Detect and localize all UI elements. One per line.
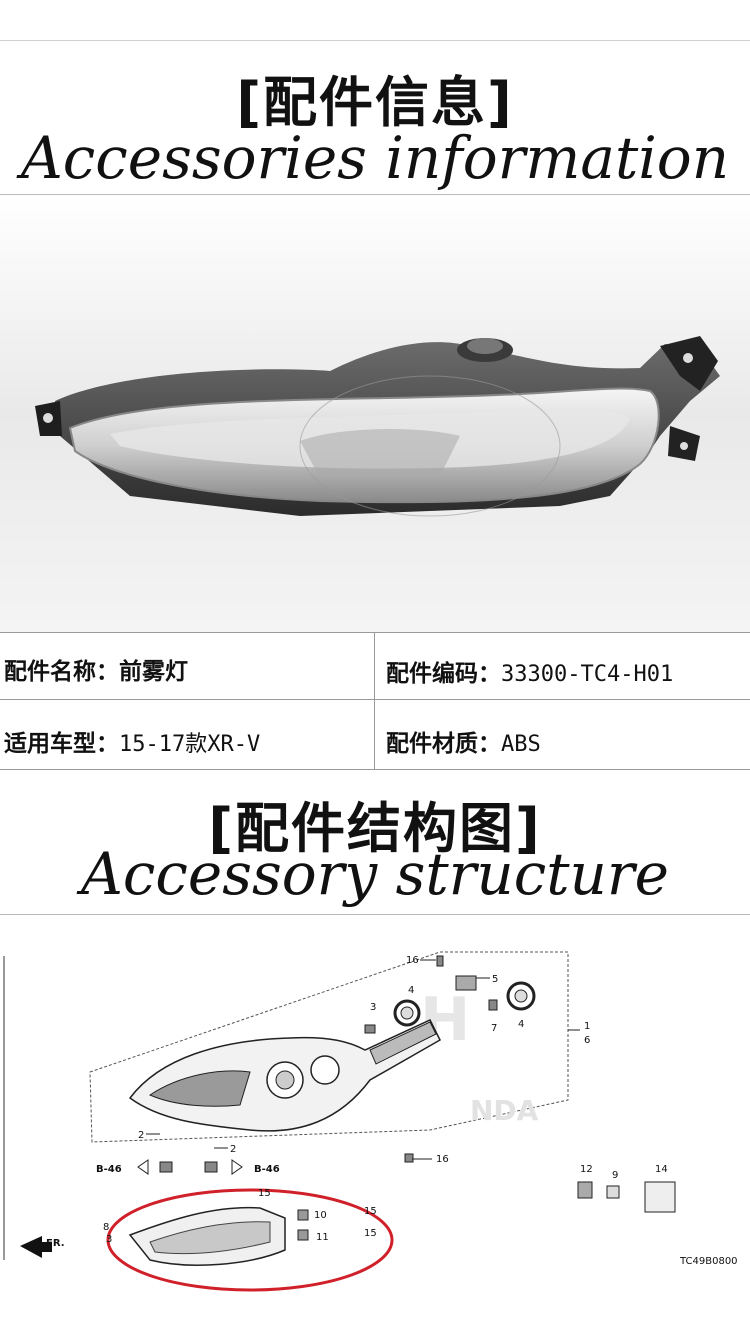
callout-15-top: 15 xyxy=(258,1188,271,1199)
structure-title: [配件结构图] xyxy=(208,797,542,860)
highlight-ellipse xyxy=(106,1188,394,1292)
parts-diagram: H NDA xyxy=(0,930,750,1314)
callout-12: 12 xyxy=(580,1164,593,1175)
part-name-value: 前雾灯 xyxy=(119,659,188,685)
ref-b46-left: B-46 xyxy=(96,1164,122,1175)
callout-15-mid: 15 xyxy=(364,1206,377,1217)
page-subtitle: Accessories information xyxy=(20,124,730,192)
callout-7: 7 xyxy=(491,1023,497,1034)
structure-rule xyxy=(0,914,750,915)
callout-1: 1 xyxy=(584,1021,590,1032)
specs-bottom-rule xyxy=(0,769,750,770)
specs-mid-rule xyxy=(0,699,750,700)
part-name: 配件名称：前雾灯 xyxy=(4,652,188,686)
front-indicator: FR. xyxy=(46,1238,65,1249)
product-photo xyxy=(0,196,750,632)
callout-2-right: 2 xyxy=(230,1144,236,1155)
part-code-label: 配件编码： xyxy=(386,661,501,687)
diagram-code: TC49B0800 xyxy=(679,1256,738,1267)
callout-8: 8 xyxy=(103,1222,109,1233)
callout-16-top: 16 xyxy=(406,955,419,966)
fit-model-label: 适用车型： xyxy=(4,731,119,757)
structure-subtitle: Accessory structure xyxy=(81,840,669,908)
material: 配件材质：ABS xyxy=(386,724,541,758)
callout-15-low: 15 xyxy=(364,1228,377,1239)
page-title: [配件信息] xyxy=(236,71,514,134)
callout-2-left: 2 xyxy=(138,1130,144,1141)
material-value: ABS xyxy=(501,732,541,757)
svg-text:NDA: NDA xyxy=(470,1094,539,1127)
ref-b46-right: B-46 xyxy=(254,1164,280,1175)
fit-model-value: 15-17款XR-V xyxy=(119,732,261,757)
part-name-label: 配件名称： xyxy=(4,659,119,685)
part-code-value: 33300-TC4-H01 xyxy=(501,662,674,687)
fit-model: 适用车型：15-17款XR-V xyxy=(4,724,260,758)
callout-11: 11 xyxy=(316,1232,329,1243)
callout-4-right: 4 xyxy=(518,1019,524,1030)
part-code: 配件编码：33300-TC4-H01 xyxy=(386,654,673,688)
specs-table: 配件名称：前雾灯 配件编码：33300-TC4-H01 适用车型：15-17款X… xyxy=(0,632,750,770)
material-label: 配件材质： xyxy=(386,731,501,757)
callout-3-lamp: 3 xyxy=(106,1234,112,1245)
callout-9: 9 xyxy=(612,1170,618,1181)
photo-rule xyxy=(0,632,750,633)
callout-16-bottom: 16 xyxy=(436,1154,449,1165)
callout-14: 14 xyxy=(655,1164,668,1175)
top-rule xyxy=(0,40,750,41)
title-rule xyxy=(0,194,750,195)
callout-10: 10 xyxy=(314,1210,327,1221)
callout-4-left: 4 xyxy=(408,985,414,996)
callout-3: 3 xyxy=(370,1002,376,1013)
specs-divider xyxy=(374,632,375,770)
callout-6: 6 xyxy=(584,1035,590,1046)
callout-5: 5 xyxy=(492,974,498,985)
